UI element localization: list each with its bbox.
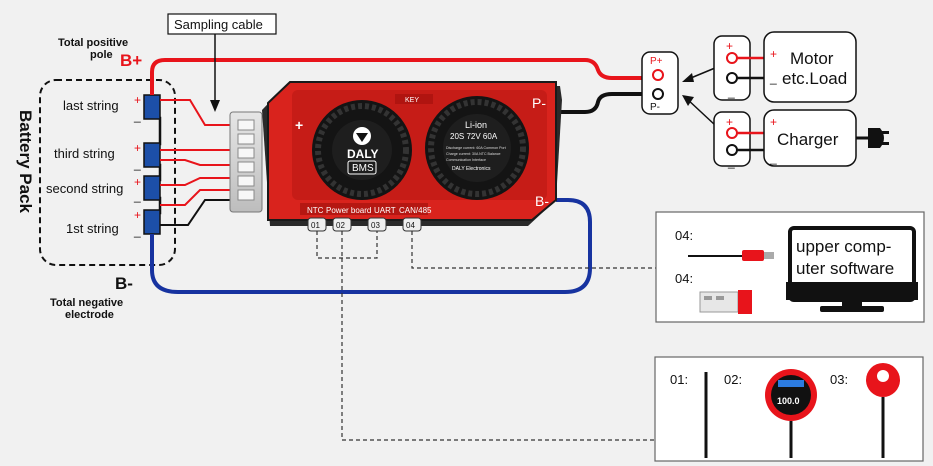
maker-label: DALY Electronics: [452, 166, 491, 172]
fan-1: DALY BMS: [312, 100, 412, 200]
total-negative-label-2: electrode: [65, 309, 114, 321]
port-power-label: Power board: [326, 206, 371, 215]
bms-b-minus-terminal: B-: [535, 193, 549, 209]
monitor-icon: [786, 226, 918, 312]
motor-plus-sign: +: [726, 39, 733, 53]
bms-board: KEY DALY BMS Li-ion 20S 72V 60A Discharg…: [262, 81, 562, 226]
total-positive-label-2: pole: [90, 49, 113, 61]
p-minus-wire: [556, 92, 645, 114]
motor-minus: _: [769, 71, 777, 85]
usb-cable-icon: [688, 250, 774, 261]
plus-sign: +: [134, 175, 141, 189]
b-minus-label: B-: [115, 274, 133, 293]
accessory-panel: 01: 02: 03: 100.0: [654, 356, 924, 462]
string-label-third: third string: [54, 146, 115, 161]
comm-module-icon: [699, 290, 752, 314]
charger-label: Charger: [777, 130, 839, 149]
round-switch-icon: [866, 363, 900, 458]
port-number-03: 03: [371, 221, 380, 230]
cell-1st-string: [143, 209, 161, 235]
motor-load: + _ Motor etc.Load + _: [713, 31, 857, 103]
upper-item-1-label: 04:: [675, 228, 693, 243]
motor-minus-sign: _: [727, 85, 735, 99]
display-value: 100.0: [777, 396, 800, 406]
accessory-02-label: 02:: [724, 372, 742, 387]
b-minus-wire: [150, 198, 592, 294]
spec-small-3: Communication Interface: [446, 158, 486, 162]
bms-p-minus-terminal: P-: [532, 95, 546, 111]
charger-plus: +: [770, 115, 777, 129]
sampling-wires: [160, 99, 232, 226]
cell-second-string: [143, 175, 161, 201]
spec-small-2: Charge current: 30A NTC Balance: [446, 152, 501, 156]
minus-sign: _: [133, 109, 141, 123]
string-label-last: last string: [63, 98, 119, 113]
round-display-icon: 100.0: [765, 369, 817, 458]
sampling-cable-callout: [167, 13, 277, 35]
b-plus-wire: [150, 58, 645, 95]
cell-strings: last string third string second string 1…: [46, 93, 162, 238]
spec-small-1: Discharge current: 60A Common Port: [446, 146, 506, 150]
motor-plus: +: [770, 47, 777, 61]
total-negative-label-1: Total negative: [50, 297, 123, 309]
spec-label: 20S 72V 60A: [450, 132, 498, 141]
port-number-04: 04: [406, 221, 415, 230]
total-positive-label-1: Total positive: [58, 37, 128, 49]
fan-bms-label: BMS: [352, 163, 374, 174]
charger: + _ Charger + _: [713, 109, 889, 169]
junction-p-minus: P-: [650, 102, 660, 113]
port-uart-label: UART: [374, 206, 396, 215]
minus-sign: _: [133, 157, 141, 171]
plus-sign: +: [134, 208, 141, 222]
output-junction: [641, 51, 679, 115]
accessory-03-label: 03:: [830, 372, 848, 387]
accessory-01-label: 01:: [670, 372, 688, 387]
battery-pack-outline: [39, 79, 176, 266]
minus-sign: _: [133, 189, 141, 203]
port-leader-lines: [316, 231, 665, 441]
fan-2: Li-ion 20S 72V 60A Discharge current: 60…: [425, 96, 529, 200]
plus-sign: +: [134, 141, 141, 155]
string-label-1st: 1st string: [66, 221, 119, 236]
plus-sign: +: [134, 93, 141, 107]
motor-label-2: etc.Load: [782, 69, 847, 88]
upper-software-line1: upper comp-: [796, 237, 891, 256]
upper-computer-panel: 04: 04: upper comp- uter software: [655, 211, 925, 323]
battery-pack-label: Battery Pack: [16, 110, 35, 214]
junction-p-plus: P+: [650, 56, 663, 67]
fan-brand: DALY: [347, 147, 379, 161]
port-number-01: 01: [311, 221, 320, 230]
bms-plus-terminal: +: [295, 117, 303, 133]
upper-software-line2: uter software: [796, 259, 894, 278]
port-number-02: 02: [336, 221, 345, 230]
power-plug-icon: [868, 128, 889, 148]
string-label-second: second string: [46, 181, 123, 196]
sampling-cable-label: Sampling cable: [174, 17, 263, 32]
motor-label: Motor: [790, 49, 834, 68]
li-ion-label: Li-ion: [465, 120, 487, 130]
port-can-label: CAN/485: [399, 206, 432, 215]
bms-key-label: KEY: [405, 97, 419, 104]
port-ntc-label: NTC: [307, 206, 324, 215]
minus-sign: _: [133, 224, 141, 238]
charger-minus-sign: _: [727, 155, 735, 169]
connector-pins: [237, 119, 255, 201]
charger-minus: _: [769, 151, 777, 165]
cell-last-string: [143, 94, 161, 120]
upper-item-2-label: 04:: [675, 271, 693, 286]
b-plus-label: B+: [120, 51, 142, 70]
port-sockets: 01 02 03 04: [307, 217, 422, 232]
charger-plus-sign: +: [726, 115, 733, 129]
motor-box: [763, 31, 857, 103]
cell-third-string: [143, 142, 161, 168]
